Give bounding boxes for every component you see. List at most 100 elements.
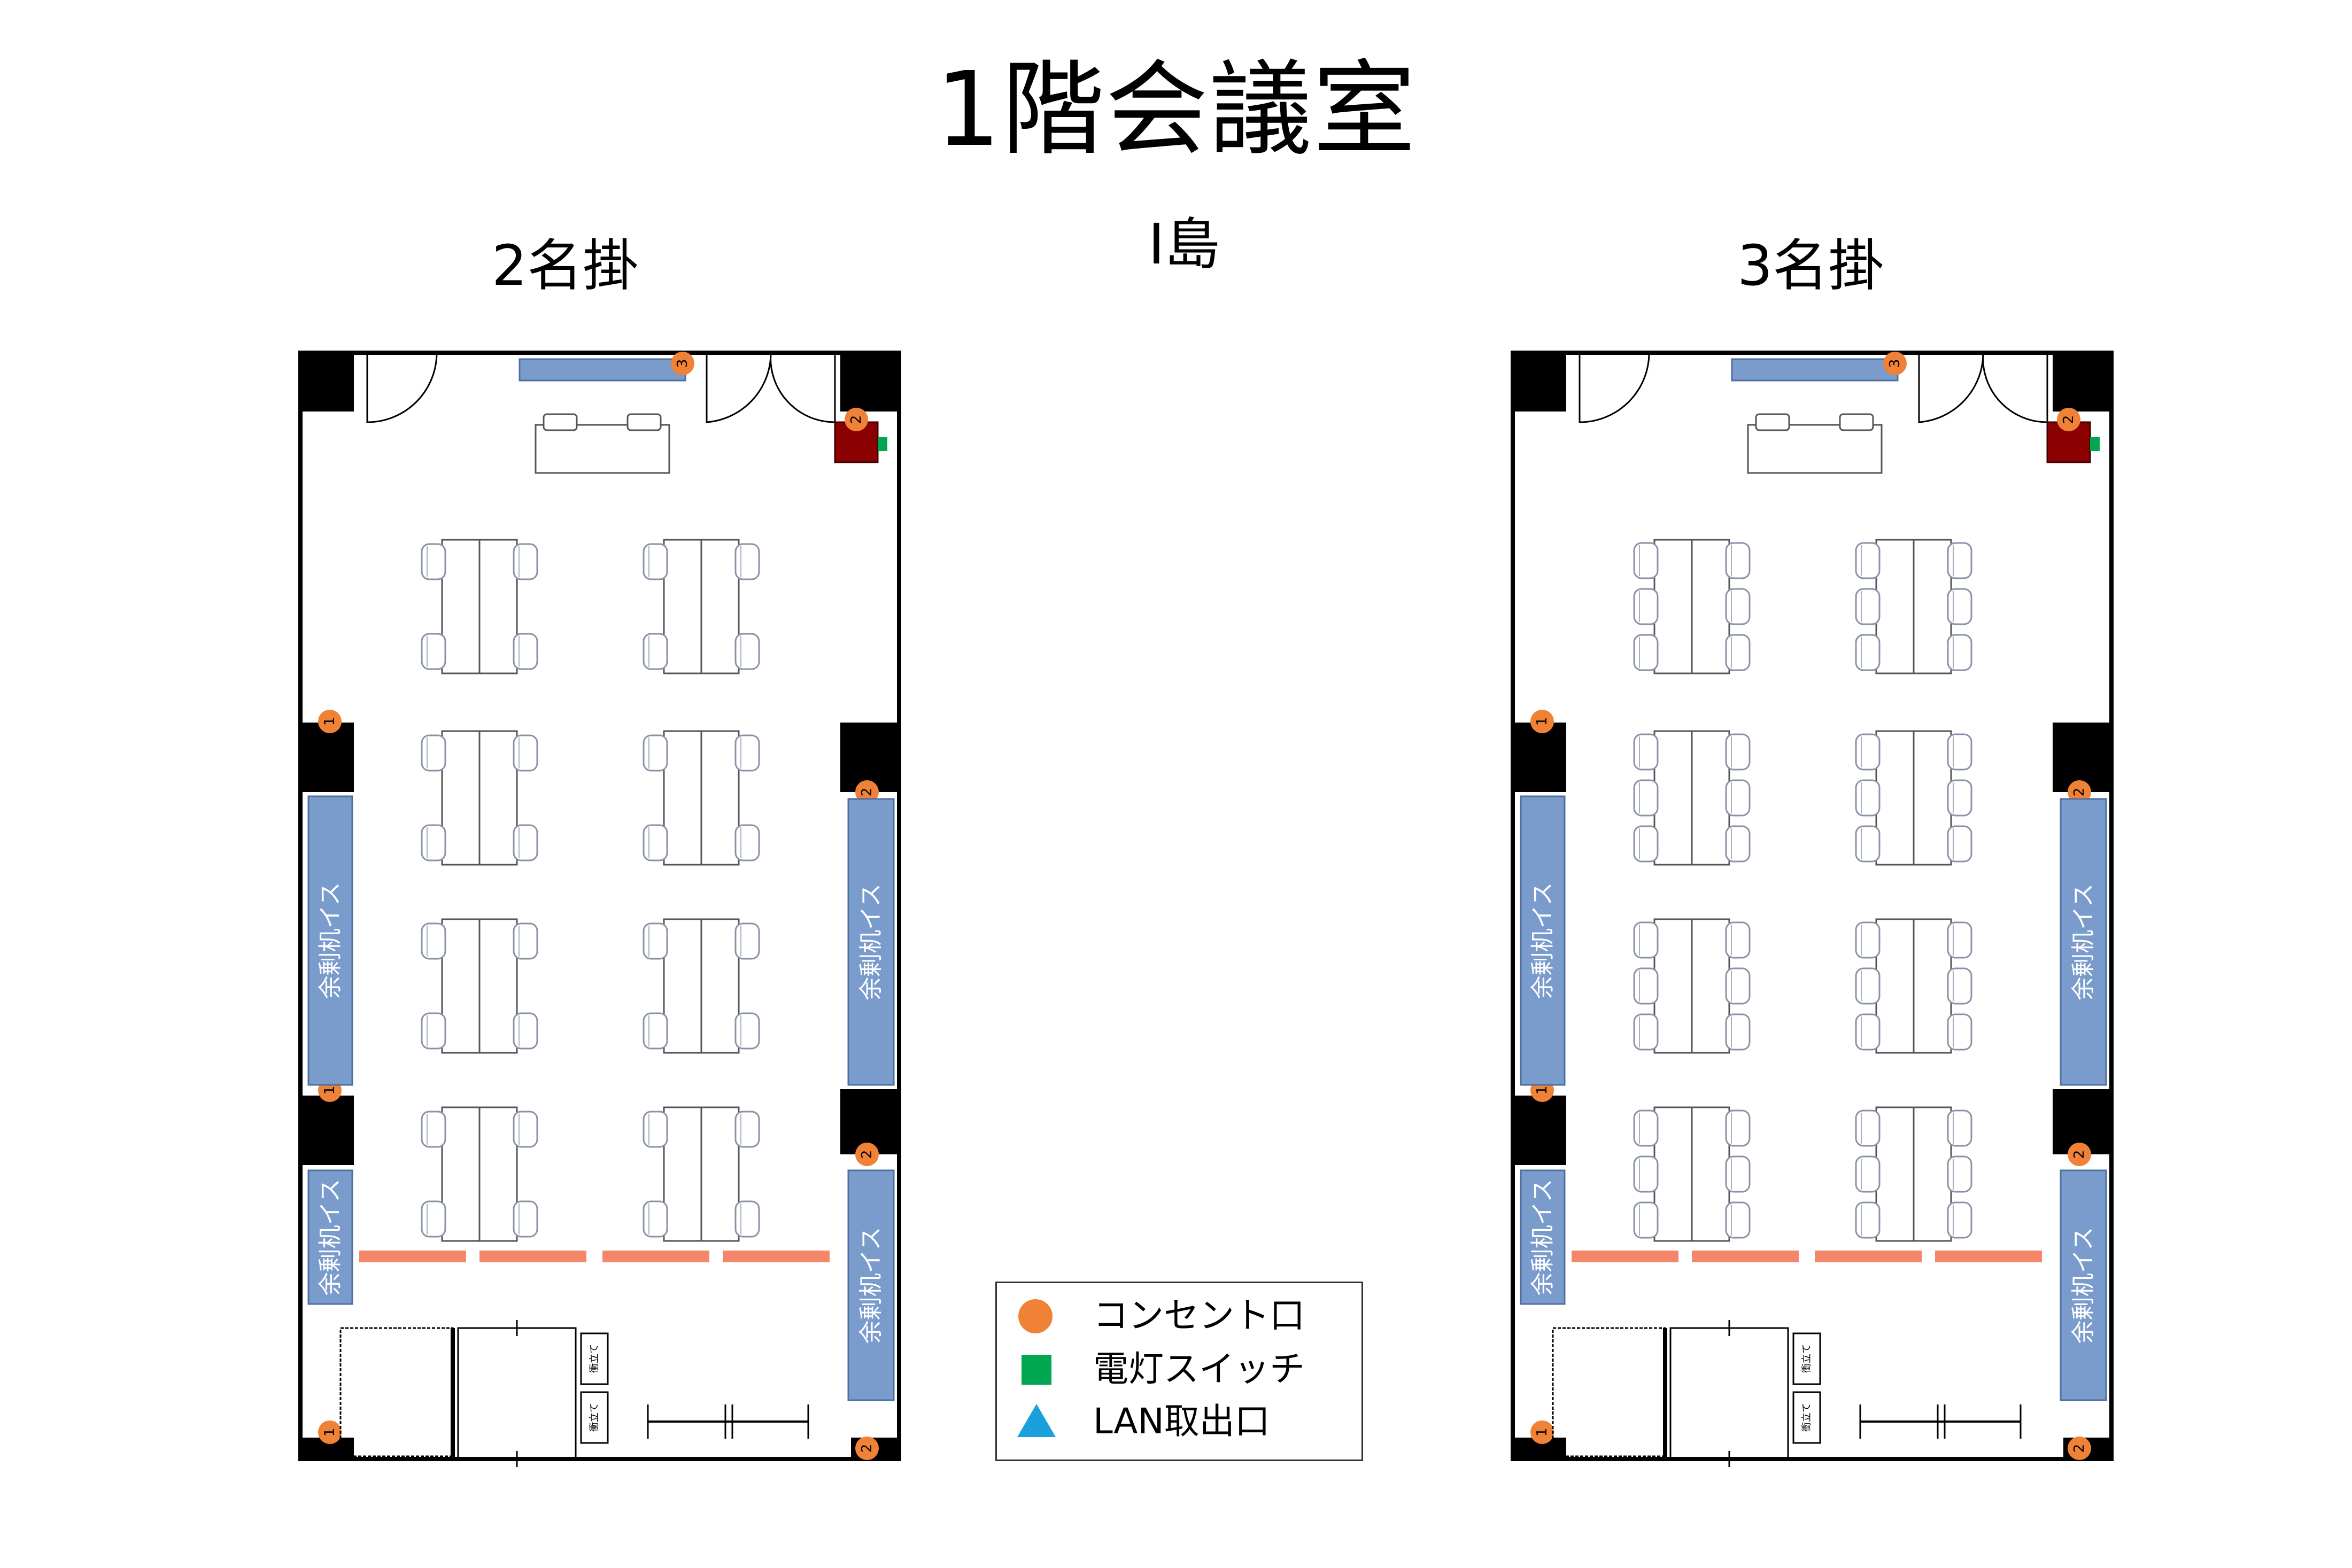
layout-right-label: 3名掛 xyxy=(1737,233,1884,298)
chair xyxy=(643,543,668,580)
desk xyxy=(1913,730,1952,866)
chair xyxy=(643,734,668,772)
chair xyxy=(1633,1109,1659,1147)
partition xyxy=(1935,1251,2042,1262)
chair xyxy=(1633,921,1659,959)
partition-tag xyxy=(580,1332,609,1385)
chair xyxy=(1725,1155,1751,1193)
desk xyxy=(1653,730,1693,866)
chair xyxy=(421,824,446,861)
outlet-number: 2 xyxy=(2061,415,2077,424)
desk xyxy=(1875,539,1915,674)
outlet-icon xyxy=(2068,1437,2091,1460)
desk xyxy=(663,918,702,1054)
door-swing xyxy=(770,352,836,423)
chair xyxy=(1947,733,1972,771)
partition-tag-label: 衝立て xyxy=(589,1344,600,1373)
outlet-icon xyxy=(1883,352,1907,375)
outlet-icon xyxy=(2068,780,2091,804)
desk xyxy=(663,1106,702,1242)
outlet-number: 1 xyxy=(322,717,338,726)
spare-furniture xyxy=(307,1169,353,1305)
spare-furniture-label: 余剰机イス xyxy=(2070,883,2097,1000)
screen xyxy=(519,358,686,382)
chair xyxy=(1947,634,1972,671)
chair xyxy=(1855,921,1881,959)
partition xyxy=(723,1251,830,1262)
outlet-number: 1 xyxy=(322,1086,338,1095)
chair xyxy=(643,922,668,960)
chair xyxy=(421,633,446,670)
desk xyxy=(663,730,702,866)
chair xyxy=(1855,1109,1881,1147)
chair xyxy=(513,922,538,960)
pillar xyxy=(300,723,354,792)
chair xyxy=(1633,1013,1659,1051)
pillar xyxy=(300,1096,354,1165)
pillar xyxy=(1513,1096,1566,1165)
door-swing xyxy=(366,352,438,423)
desk xyxy=(478,1106,518,1242)
chair xyxy=(1633,825,1659,863)
outlet-number: 1 xyxy=(1534,1086,1550,1095)
legend-lan: LAN取出口 xyxy=(997,1396,1361,1445)
lectern-chair xyxy=(1839,413,1874,431)
outlet-icon xyxy=(1530,710,1554,733)
chair xyxy=(734,1111,760,1148)
desk xyxy=(1913,918,1952,1054)
outlet-number: 2 xyxy=(859,1150,875,1159)
desk xyxy=(478,730,518,866)
chair xyxy=(1947,1013,1972,1051)
partition-tag xyxy=(1792,1391,1821,1444)
door-swing xyxy=(706,352,772,423)
partition xyxy=(1815,1251,1922,1262)
chair xyxy=(1855,967,1881,1005)
lectern-chair xyxy=(626,413,662,431)
chair xyxy=(1855,634,1881,671)
chair xyxy=(643,633,668,670)
spare-furniture xyxy=(1520,1169,1566,1305)
chair xyxy=(513,1111,538,1148)
spare-furniture-label: 余剰机イス xyxy=(317,1179,344,1296)
chair xyxy=(1633,1155,1659,1193)
chair xyxy=(421,1111,446,1148)
desk xyxy=(663,539,702,674)
door-swing xyxy=(1982,352,2048,423)
desk xyxy=(1691,730,1730,866)
chair xyxy=(1947,1201,1972,1239)
partition-tag-label: 衝立て xyxy=(589,1403,600,1432)
legend-outlet-text: コンセント口 xyxy=(1093,1295,1305,1336)
spare-furniture xyxy=(307,795,353,1086)
chair xyxy=(1947,779,1972,817)
outlet-icon xyxy=(671,352,694,375)
legend-switch-text: 電灯スイッチ xyxy=(1093,1348,1305,1390)
outlet-number: 3 xyxy=(675,359,691,368)
chair xyxy=(421,543,446,580)
desk xyxy=(441,539,481,674)
outlet-number: 2 xyxy=(2071,788,2087,797)
pillar xyxy=(1513,723,1566,792)
chair xyxy=(513,1200,538,1238)
chair xyxy=(1855,588,1881,625)
light-switch-icon xyxy=(2090,437,2100,451)
outlet-icon xyxy=(855,1437,879,1460)
desk xyxy=(1653,918,1693,1054)
pillar xyxy=(300,353,354,412)
spare-furniture xyxy=(847,1169,895,1401)
legend-switch: 電灯スイッチ xyxy=(997,1344,1361,1392)
chair xyxy=(1855,542,1881,579)
chair xyxy=(1725,825,1751,863)
layout-left-label: 2名掛 xyxy=(492,233,639,298)
lan-port-icon xyxy=(1017,1404,1056,1437)
desk xyxy=(700,730,740,866)
page-title: 1階会議室 xyxy=(935,50,1417,169)
desk xyxy=(1913,1106,1952,1242)
legend-outlet: コンセント口 xyxy=(997,1291,1361,1339)
chair xyxy=(1725,921,1751,959)
desk xyxy=(1653,539,1693,674)
lectern xyxy=(535,424,670,474)
desk xyxy=(441,918,481,1054)
chair xyxy=(513,824,538,861)
chair xyxy=(1725,1201,1751,1239)
